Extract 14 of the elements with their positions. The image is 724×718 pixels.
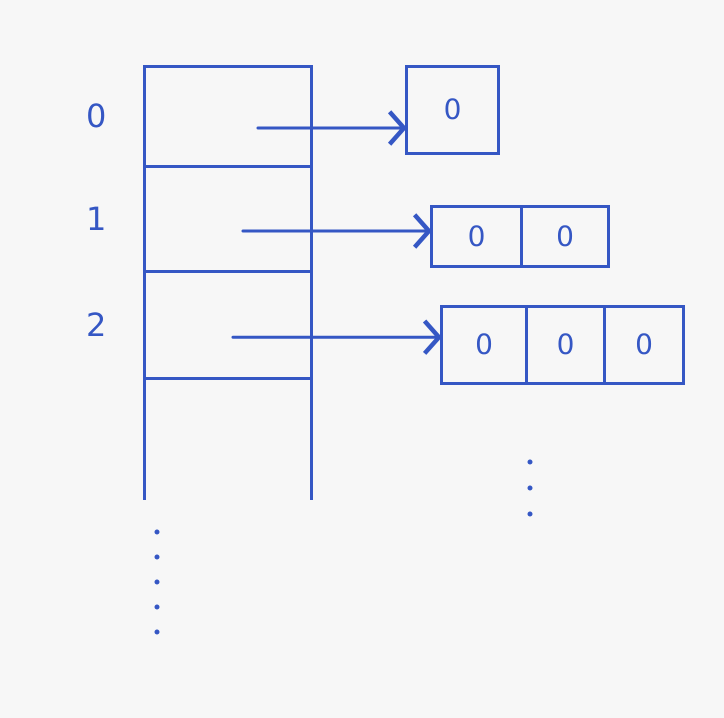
array-box: [430, 205, 610, 268]
cell-value: 0: [555, 222, 575, 250]
cell-value: 0: [556, 331, 576, 359]
arrow: [256, 110, 406, 146]
cell-value: 0: [634, 331, 654, 359]
cell-value: 0: [442, 96, 462, 124]
arrow: [242, 212, 432, 250]
arrow: [232, 318, 442, 356]
index-label: 2: [86, 308, 106, 340]
array-box: [440, 305, 685, 385]
index-label: 0: [86, 100, 106, 132]
cell-value: 0: [466, 222, 486, 250]
cell-value: 0: [474, 331, 494, 359]
index-label: 1: [86, 202, 106, 234]
